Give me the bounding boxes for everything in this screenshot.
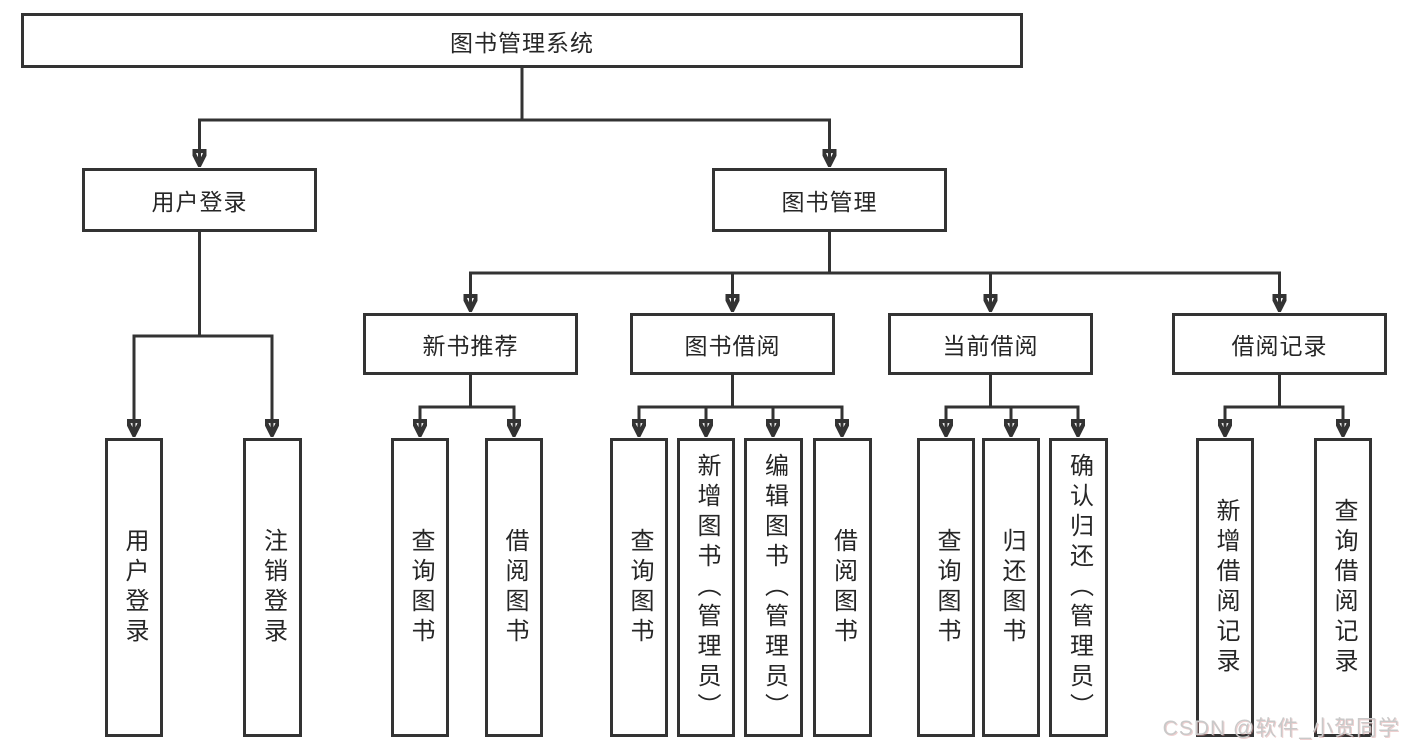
leaf-bb-query-books-label: 查询图书	[626, 527, 653, 648]
leaf-cb-confirm-return-admin: 确认归还（管理员）	[1049, 438, 1108, 737]
node-borrow-records: 借阅记录	[1172, 313, 1387, 375]
leaf-br-add-record: 新增借阅记录	[1196, 438, 1254, 737]
leaf-bb-add-books-admin-label: 新增图书（管理员）	[693, 452, 720, 723]
leaf-bb-edit-books-admin-label: 编辑图书（管理员）	[760, 452, 788, 723]
leaf-user-login: 用户登录	[105, 438, 163, 737]
leaf-cb-query-books: 查询图书	[917, 438, 975, 737]
leaf-cb-return-books: 归还图书	[982, 438, 1040, 737]
leaf-user-login-label: 用户登录	[121, 527, 148, 648]
leaf-bb-borrow-books: 借阅图书	[813, 438, 872, 737]
leaf-cb-query-books-label: 查询图书	[933, 527, 960, 648]
leaf-cb-confirm-return-admin-label: 确认归还（管理员）	[1065, 452, 1093, 723]
leaf-nb-query-books-label: 查询图书	[407, 527, 434, 648]
leaf-logout: 注销登录	[243, 438, 302, 737]
leaf-br-query-record: 查询借阅记录	[1314, 438, 1372, 737]
leaf-nb-borrow-books: 借阅图书	[485, 438, 543, 737]
leaf-bb-borrow-books-label: 借阅图书	[829, 527, 857, 648]
node-book-borrow: 图书借阅	[630, 313, 835, 375]
leaf-br-add-record-label: 新增借阅记录	[1212, 497, 1239, 678]
node-book-management: 图书管理	[712, 168, 947, 232]
leaf-bb-query-books: 查询图书	[610, 438, 668, 737]
leaf-bb-edit-books-admin: 编辑图书（管理员）	[744, 438, 803, 737]
node-user-login: 用户登录	[82, 168, 317, 232]
leaf-br-query-record-label: 查询借阅记录	[1330, 497, 1357, 678]
node-new-book-recommend: 新书推荐	[363, 313, 578, 375]
leaf-bb-add-books-admin: 新增图书（管理员）	[677, 438, 735, 737]
node-current-borrow: 当前借阅	[888, 313, 1093, 375]
leaf-logout-label: 注销登录	[259, 527, 287, 648]
leaf-nb-borrow-books-label: 借阅图书	[501, 527, 528, 648]
node-root-library-system: 图书管理系统	[21, 13, 1023, 68]
csdn-watermark: CSDN @软件_小贺同学	[1162, 717, 1400, 740]
leaf-nb-query-books: 查询图书	[391, 438, 449, 737]
leaf-cb-return-books-label: 归还图书	[998, 527, 1025, 648]
